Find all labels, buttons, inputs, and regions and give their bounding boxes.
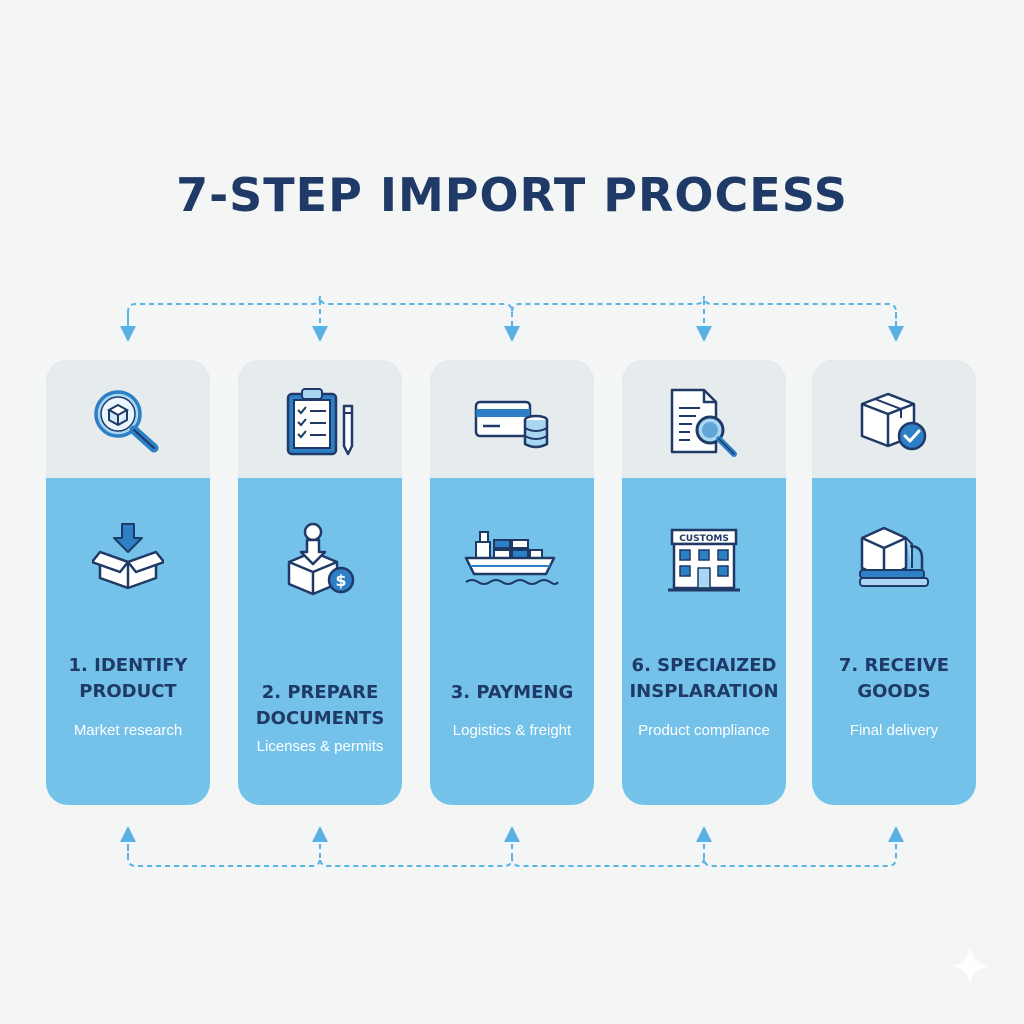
step-card-header	[622, 360, 786, 478]
step-title: 2. PREPARE DOCUMENTS	[255, 682, 385, 729]
step-card-body: $	[238, 478, 402, 628]
step-card-body	[430, 478, 594, 628]
step-card-1: 1. IDENTIFY PRODUCT Market research	[46, 360, 210, 805]
step-card-header	[238, 360, 402, 478]
box-person-dollar-icon: $	[287, 522, 355, 596]
step-card-body	[812, 478, 976, 628]
customs-building-icon: CUSTOMS	[668, 528, 740, 592]
magnifier-box-icon	[94, 390, 159, 453]
step-title: 1. IDENTIFY PRODUCT	[68, 655, 188, 702]
step-card-header	[812, 360, 976, 478]
box-on-dolly-icon	[859, 526, 929, 587]
step-subtitle: Market research	[73, 722, 183, 739]
step-card-header	[46, 360, 210, 478]
svg-text:$: $	[335, 571, 346, 590]
step-subtitle: Licenses & permits	[256, 738, 384, 755]
step-card-body: CUSTOMS	[622, 478, 786, 628]
step-card-body	[46, 478, 210, 628]
box-checkmark-icon	[860, 392, 927, 451]
step-card-5: 7. RECEIVE GOODS Final delivery	[812, 360, 976, 805]
step-card-4: CUSTOMS 6. SPECIAIZED INSPLARATION Produ…	[622, 360, 786, 805]
step-subtitle: Product compliance	[638, 722, 770, 739]
clipboard-checklist-icon	[286, 388, 354, 456]
step-card-2: $ 2. PREPARE DOCUMENTS Licenses & permit…	[238, 360, 402, 805]
step-title: 3. PAYMENG	[450, 682, 574, 703]
cargo-ship-icon	[464, 531, 559, 585]
page-title: 7-STEP IMPORT PROCESS	[176, 168, 848, 222]
step-title: 6. SPECIAIZED INSPLARATION	[629, 655, 779, 702]
document-magnifier-icon	[670, 388, 737, 457]
step-subtitle: Final delivery	[849, 722, 939, 739]
credit-card-coins-icon	[474, 400, 549, 449]
step-card-3: 3. PAYMENG Logistics & freight	[430, 360, 594, 805]
step-title: 7. RECEIVE GOODS	[838, 655, 950, 702]
sparkle-icon	[950, 946, 990, 986]
open-box-arrow-icon	[92, 523, 164, 590]
step-subtitle: Logistics & freight	[452, 722, 572, 739]
step-card-header	[430, 360, 594, 478]
connector-top-line	[127, 295, 897, 322]
customs-sign-text: CUSTOMS	[679, 534, 729, 544]
